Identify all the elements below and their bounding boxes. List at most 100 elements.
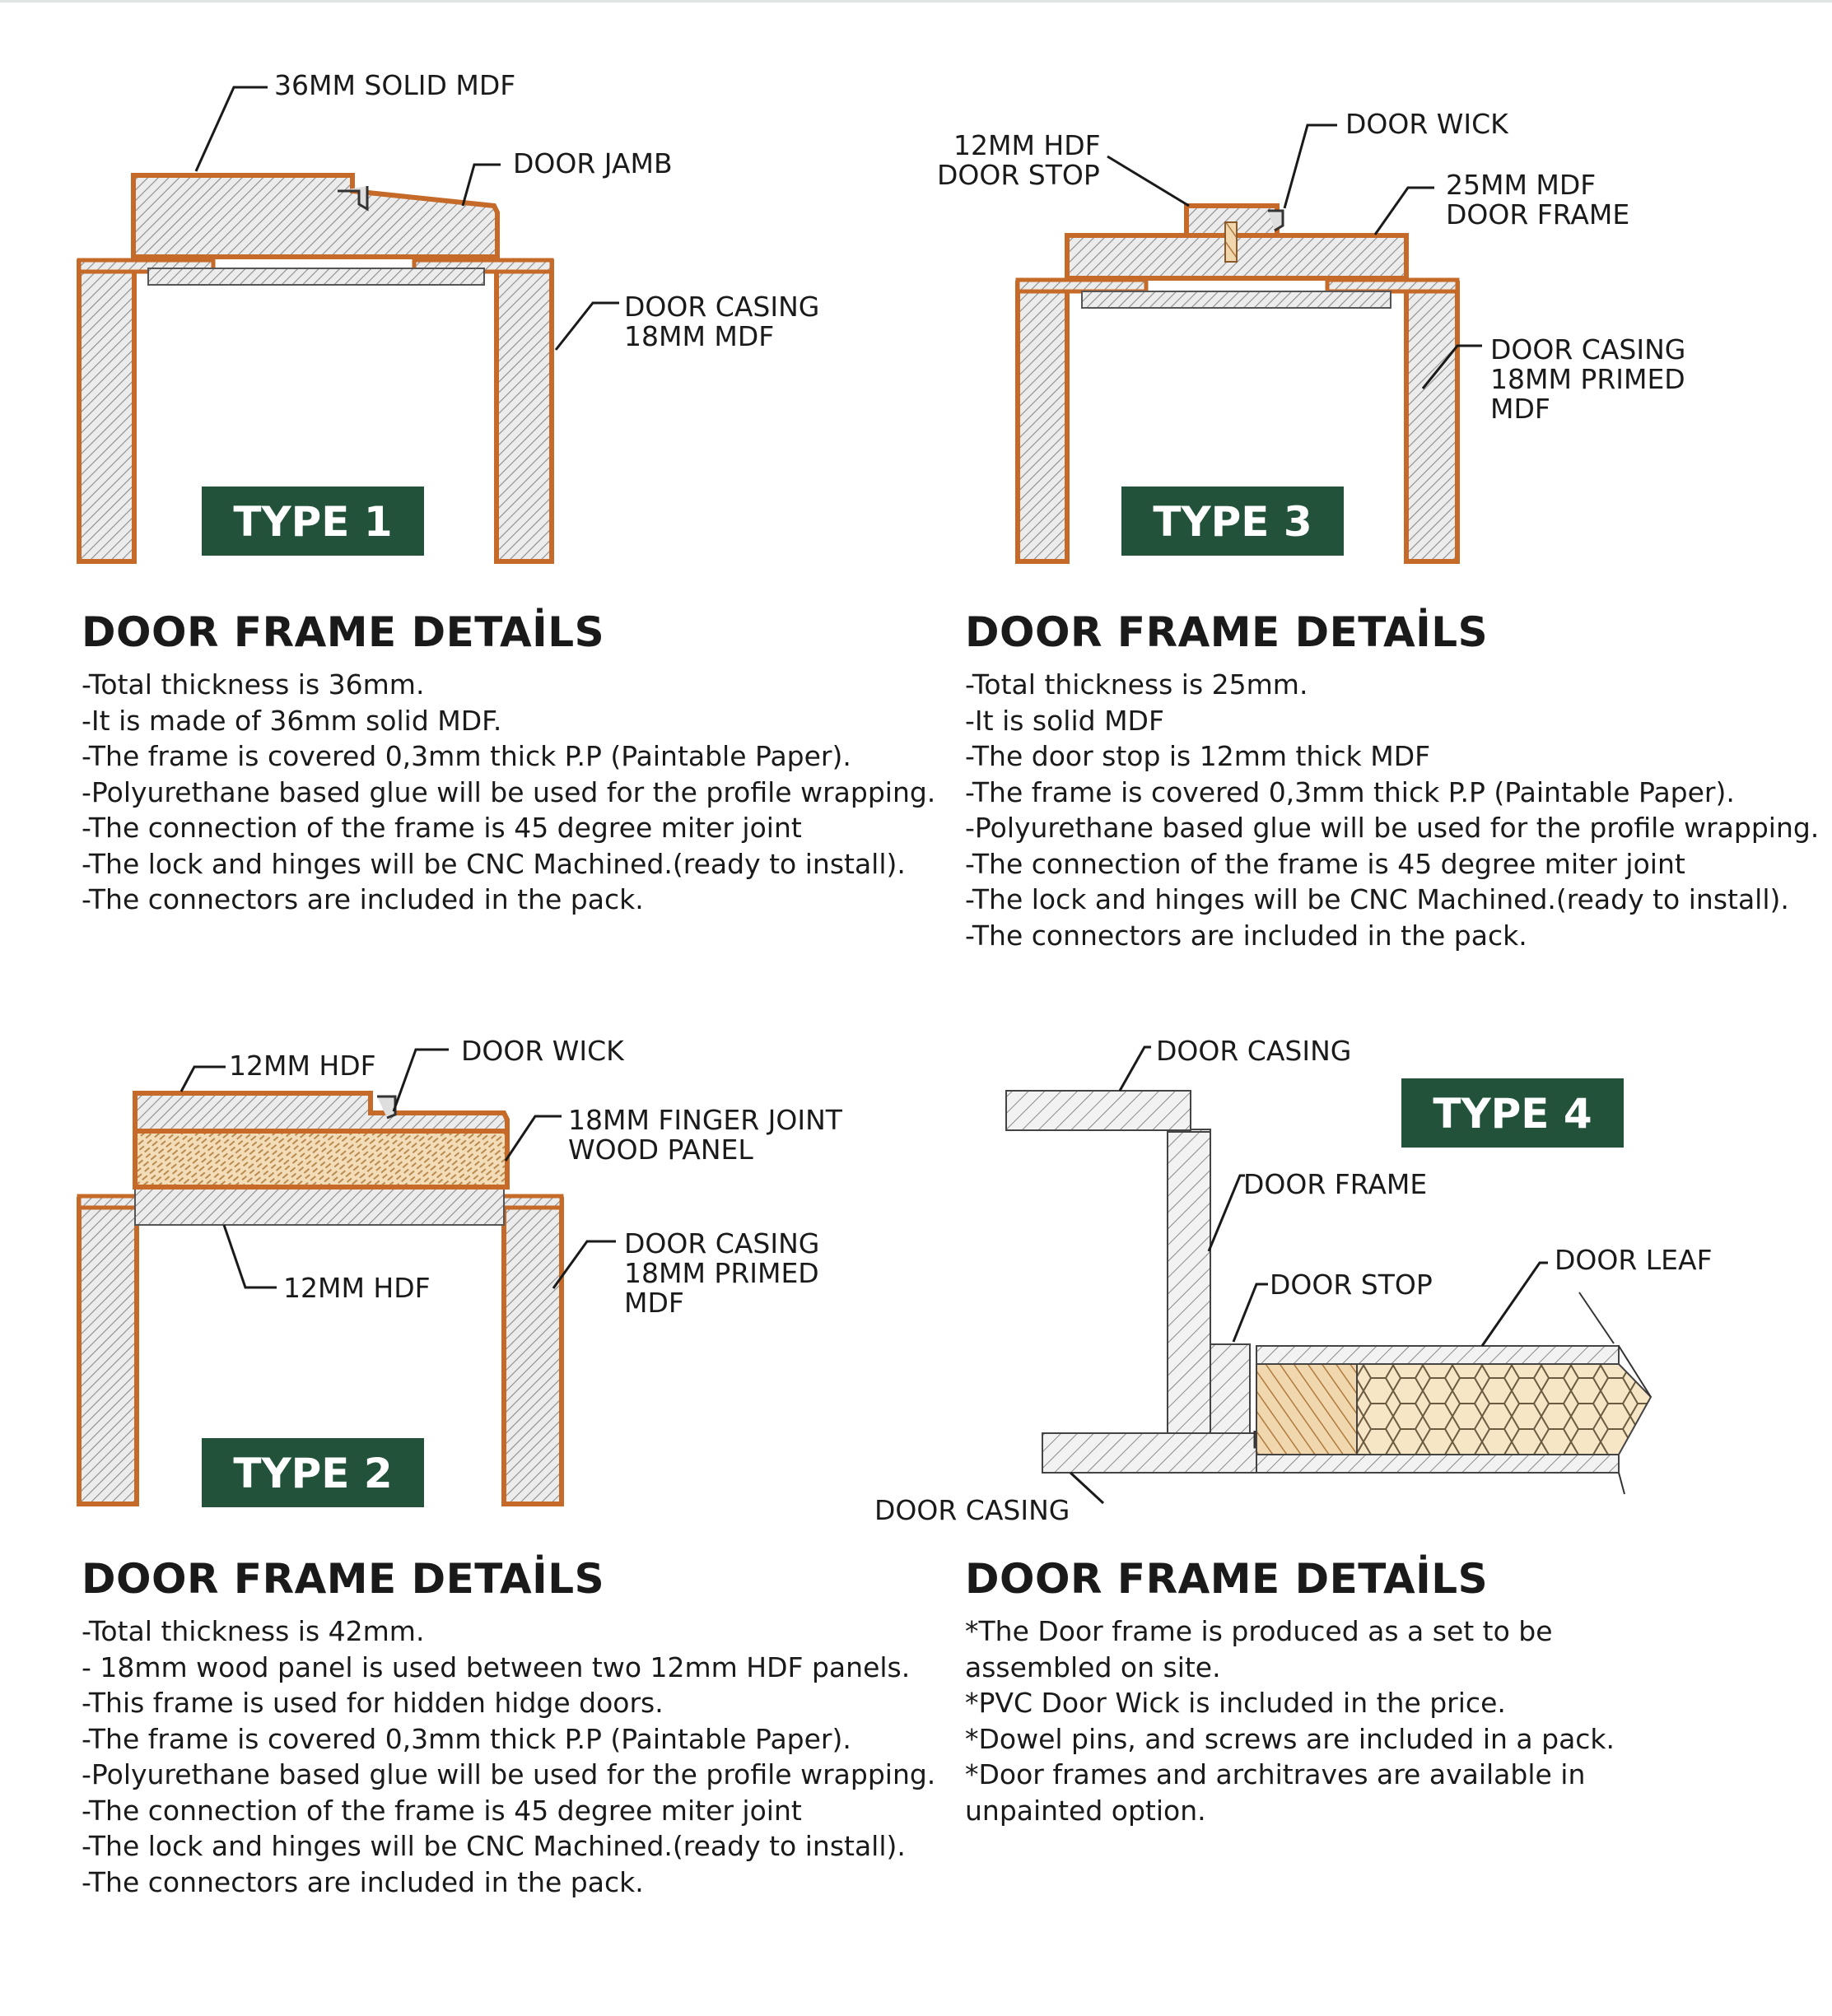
type3-details: DOOR FRAME DETAİLS -Total thickness is 2… — [965, 608, 1819, 953]
type2-badge-text: TYPE 2 — [233, 1450, 392, 1497]
detail-line: -Total thickness is 42mm. — [82, 1615, 425, 1647]
type4-label-frame: DOOR FRAME — [1243, 1168, 1427, 1200]
detail-line: -The lock and hinges will be CNC Machine… — [965, 883, 1789, 915]
type2-details: DOOR FRAME DETAİLS -Total thickness is 4… — [82, 1554, 935, 1900]
type4-details: DOOR FRAME DETAİLS *The Door frame is pr… — [965, 1554, 1615, 1828]
detail-line: -The connectors are included in the pack… — [965, 919, 1527, 952]
type3-label-casing-1: DOOR CASING — [1490, 333, 1685, 365]
type3-right-casing — [1404, 281, 1460, 564]
detail-line: *PVC Door Wick is included in the price. — [965, 1687, 1506, 1719]
type2-label-hdf-top: 12MM HDF — [229, 1050, 376, 1082]
type3-label-frame-1: 25MM MDF — [1446, 169, 1596, 201]
type3-left-casing — [1015, 281, 1070, 564]
type4-badge-text: TYPE 4 — [1433, 1090, 1592, 1138]
type1-door-wick — [338, 186, 369, 212]
detail-line: -The connectors are included in the pack… — [82, 1865, 644, 1898]
type1-solid-mdf-jamb — [131, 173, 500, 259]
type3-label-casing-3: MDF — [1490, 393, 1550, 425]
type2-label-hdf-bottom: 12MM HDF — [283, 1272, 431, 1304]
detail-line: -The lock and hinges will be CNC Machine… — [82, 1830, 906, 1862]
type2-label-wood-1: 18MM FINGER JOINT — [568, 1104, 843, 1136]
detail-line: -It is solid MDF — [965, 704, 1164, 737]
type4-badge — [1401, 1078, 1624, 1148]
type1-badge — [202, 487, 424, 556]
type4-door-frame — [1167, 1131, 1211, 1436]
type3-details-heading: DOOR FRAME DETAİLS — [965, 608, 1489, 656]
detail-line: -The connection of the frame is 45 degre… — [82, 1794, 802, 1827]
type3-casing-bar-left — [1015, 277, 1149, 294]
type2-left-casing — [77, 1197, 139, 1506]
type3-details-list: -Total thickness is 25mm. -It is solid M… — [965, 667, 1819, 953]
type3-drawing: 12MM HDF DOOR STOP DOOR WICK 25MM MDF DO… — [937, 108, 1685, 564]
type2-badge — [202, 1438, 424, 1507]
type4-leaf-honeycomb — [1356, 1363, 1653, 1455]
type1-left-casing — [77, 259, 137, 564]
detail-line: -Polyurethane based glue will be used fo… — [82, 1758, 936, 1790]
type4-leaf-skin-top — [1256, 1345, 1620, 1365]
detail-line: *The Door frame is produced as a set to … — [965, 1615, 1553, 1647]
detail-line: -The frame is covered 0,3mm thick P.P (P… — [82, 740, 851, 772]
type4-label-stop: DOOR STOP — [1270, 1269, 1433, 1301]
detail-line: -Total thickness is 25mm. — [965, 668, 1308, 701]
type3-label-wick: DOOR WICK — [1345, 108, 1509, 140]
type1-jamb-lower — [147, 268, 485, 286]
type2-details-heading: DOOR FRAME DETAİLS — [82, 1555, 605, 1603]
type4-details-list: *The Door frame is produced as a set to … — [965, 1613, 1615, 1828]
detail-line: unpainted option. — [965, 1794, 1206, 1827]
detail-line: -Polyurethane based glue will be used fo… — [82, 775, 936, 808]
type2-label-casing-3: MDF — [624, 1287, 684, 1319]
type2-hdf-bottom — [134, 1186, 505, 1226]
type2-right-casing — [501, 1197, 564, 1506]
type3-label-frame-2: DOOR FRAME — [1446, 198, 1629, 230]
type3-label-stop-2: DOOR STOP — [937, 159, 1100, 191]
type3-casing-bar-right — [1325, 277, 1460, 294]
type4-casing-top — [1005, 1090, 1191, 1131]
type2-drawing: 12MM HDF DOOR WICK 18MM FINGER JOINT WOO… — [77, 1035, 843, 1507]
type2-wood-panel — [133, 1129, 510, 1190]
type4-leaf-skin-bottom — [1256, 1454, 1620, 1474]
type2-label-casing-1: DOOR CASING — [624, 1227, 819, 1259]
type4-details-heading: DOOR FRAME DETAİLS — [965, 1555, 1489, 1603]
type3-frame-lower — [1081, 291, 1391, 309]
type1-details-list: -Total thickness is 36mm. -It is made of… — [82, 667, 935, 918]
detail-line: *Door frames and architraves are availab… — [965, 1758, 1586, 1790]
type4-label-casing-bottom: DOOR CASING — [874, 1494, 1070, 1526]
type1-label-jamb: DOOR JAMB — [513, 147, 673, 179]
top-border-line — [0, 0, 1832, 2]
type4-leaf-solid-edge — [1256, 1363, 1358, 1455]
type3-label-stop-1: 12MM HDF — [953, 129, 1101, 161]
detail-line: -The frame is covered 0,3mm thick P.P (P… — [82, 1722, 851, 1755]
detail-line: -The frame is covered 0,3mm thick P.P (P… — [965, 775, 1735, 808]
type3-dowel — [1224, 221, 1238, 263]
detail-line: -Polyurethane based glue will be used fo… — [965, 812, 1820, 844]
type2-label-casing-2: 18MM PRIMED — [624, 1257, 819, 1289]
detail-line: -Total thickness is 36mm. — [82, 668, 425, 701]
type3-badge-text: TYPE 3 — [1153, 498, 1312, 546]
detail-line: -The connection of the frame is 45 degre… — [82, 812, 802, 844]
type1-badge-text: TYPE 1 — [233, 498, 392, 546]
detail-line: -The connectors are included in the pack… — [82, 883, 644, 915]
type4-casing-bottom — [1042, 1432, 1272, 1474]
type3-label-casing-2: 18MM PRIMED — [1490, 363, 1685, 395]
detail-line: *Dowel pins, and screws are included in … — [965, 1722, 1615, 1755]
type4-label-casing-top: DOOR CASING — [1156, 1035, 1351, 1067]
detail-line: -This frame is used for hidden hidge doo… — [82, 1687, 664, 1719]
detail-line: -The door stop is 12mm thick MDF — [965, 740, 1431, 772]
type2-hdf-top — [133, 1091, 510, 1134]
type4-door-stop — [1210, 1343, 1251, 1436]
detail-line: -It is made of 36mm solid MDF. — [82, 704, 502, 737]
type3-door-wick — [1268, 209, 1284, 232]
type2-details-list: -Total thickness is 42mm. - 18mm wood pa… — [82, 1613, 935, 1900]
type1-label-casing-2: 18MM MDF — [624, 320, 774, 352]
type1-right-casing — [494, 259, 554, 564]
type1-details: DOOR FRAME DETAİLS -Total thickness is 3… — [82, 608, 935, 918]
detail-line: assembled on site. — [965, 1651, 1221, 1683]
type1-label-solid-mdf: 36MM SOLID MDF — [274, 69, 515, 101]
type3-badge — [1121, 487, 1344, 556]
detail-line: -The lock and hinges will be CNC Machine… — [82, 847, 906, 880]
detail-line: -The connection of the frame is 45 degre… — [965, 847, 1685, 880]
type2-label-wick: DOOR WICK — [461, 1035, 625, 1067]
type1-drawing: 36MM SOLID MDF DOOR JAMB DOOR CASING 18M… — [77, 69, 819, 564]
detail-line: - 18mm wood panel is used between two 12… — [82, 1651, 911, 1683]
